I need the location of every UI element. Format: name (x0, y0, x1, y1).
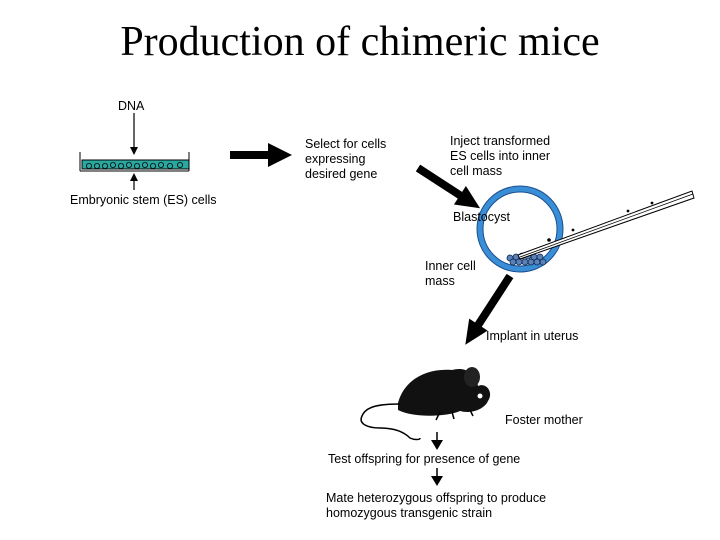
test-offspring-label: Test offspring for presence of gene (328, 452, 521, 466)
inner-cell-mass-label: Inner cell mass (425, 259, 476, 288)
es-cells-label: Embryonic stem (ES) cells (70, 193, 217, 207)
mouse-illustration (360, 367, 491, 441)
slide-title: Production of chimeric mice (120, 19, 600, 65)
inject-arrow (415, 164, 481, 209)
implant-arrow (465, 273, 514, 345)
dna-label: DNA (118, 99, 145, 113)
mate-offspring-label: Mate heterozygous offspring to produce h… (326, 491, 547, 520)
test-arrow (431, 432, 443, 450)
foster-mother-label: Foster mother (505, 413, 583, 427)
blastocyst-label: Blastocyst (453, 210, 510, 224)
select-label: Select for cells expressing desired gene (305, 137, 387, 181)
culture-dish (79, 152, 190, 172)
implant-label: Implant in uterus (486, 329, 579, 343)
mate-arrow (431, 468, 443, 486)
injection-needle (517, 190, 695, 260)
select-arrow (230, 143, 292, 167)
inject-label: Inject transformed ES cells into inner c… (450, 134, 551, 178)
